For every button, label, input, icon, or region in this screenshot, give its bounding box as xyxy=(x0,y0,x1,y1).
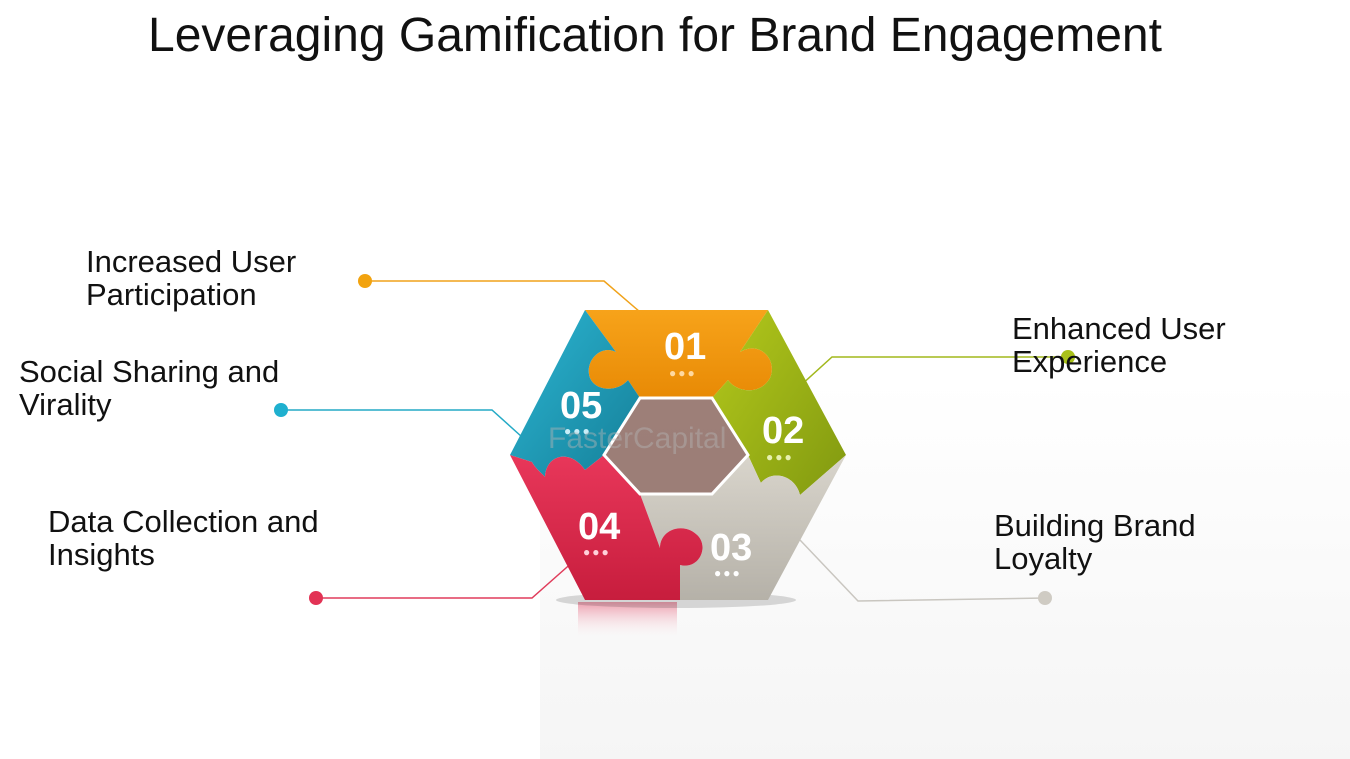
piece-dots-02: ●●● xyxy=(766,450,794,464)
piece-dots-04: ●●● xyxy=(583,545,611,559)
connector-05 xyxy=(274,403,523,438)
piece-dots-01: ●●● xyxy=(669,366,697,380)
puzzle-piece-03 xyxy=(640,455,846,600)
puzzle-piece-04 xyxy=(510,455,703,600)
connector-02 xyxy=(799,350,1075,387)
piece-dots-05: ●●● xyxy=(564,424,592,438)
piece-number-04: 04 xyxy=(578,506,621,548)
label-building-brand-loyalty: Building Brand Loyalty xyxy=(994,508,1196,576)
connector-03 xyxy=(799,539,1052,605)
puzzle-piece-02 xyxy=(712,310,846,520)
puzzle-piece-01 xyxy=(585,310,772,398)
connector-01 xyxy=(358,274,641,313)
label-increased-user-participation: Increased User Participation xyxy=(86,244,297,312)
piece-dots-03: ●●● xyxy=(714,566,742,580)
page-title: Leveraging Gamification for Brand Engage… xyxy=(148,9,1162,62)
label-data-collection-insights: Data Collection and Insights xyxy=(48,504,319,572)
diagram-reflection xyxy=(578,602,677,640)
label-enhanced-user-experience: Enhanced User Experience xyxy=(1012,311,1226,379)
puzzle-piece-05 xyxy=(510,310,640,478)
connector-04 xyxy=(309,559,576,605)
piece-number-01: 01 xyxy=(664,326,707,368)
label-social-sharing-virality: Social Sharing and Virality xyxy=(19,354,280,422)
piece-number-02: 02 xyxy=(762,410,805,452)
piece-number-05: 05 xyxy=(560,385,603,427)
piece-number-03: 03 xyxy=(710,527,753,569)
